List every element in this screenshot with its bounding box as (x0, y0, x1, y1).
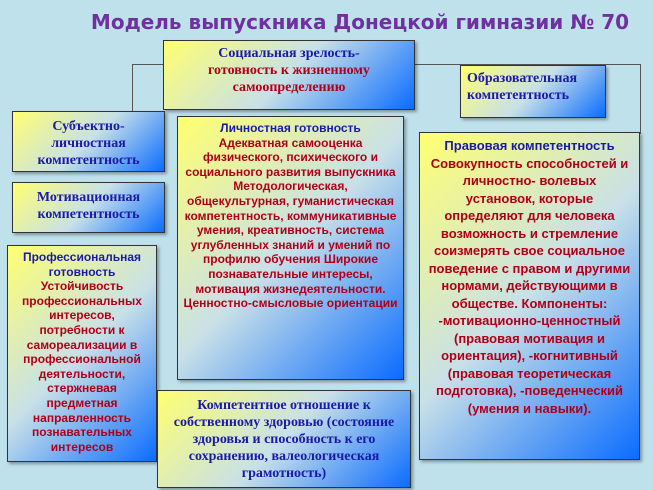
professional-body: Устойчивость профессиональных интересов,… (22, 279, 142, 454)
professional-readiness-box: Профессиональная готовность Устойчивость… (7, 245, 157, 462)
motivational-competence-box: Мотивационная компетентность (12, 182, 165, 233)
personal-readiness-box: Личностная готовность Адекватная самооце… (177, 116, 404, 380)
connector-line (132, 64, 133, 112)
legal-body: Совокупность способностей и личностно- в… (428, 155, 631, 416)
personal-heading: Личностная готовность (220, 121, 361, 135)
slide-title: Модель выпускника Донецкой гимназии № 70 (90, 10, 630, 34)
social-heading: Социальная зрелость- (218, 46, 360, 61)
social-maturity-box: Социальная зрелость- готовность к жизнен… (163, 40, 415, 110)
subjective-competence-box: Субъектно-личностная компетентность (12, 111, 165, 172)
health-attitude-box: Компетентное отношение к собственному зд… (157, 390, 411, 488)
personal-body: Адекватная самооценка физического, психи… (183, 135, 398, 311)
legal-heading: Правовая компетентность (444, 138, 615, 153)
connector-line (640, 64, 641, 134)
legal-competence-box: Правовая компетентность Совокупность спо… (419, 132, 640, 460)
social-body: готовность к жизненному самоопределению (208, 63, 370, 95)
educational-competence-box: Образовательная компетентность (460, 65, 606, 118)
professional-heading: Профессиональная готовность (22, 250, 142, 279)
